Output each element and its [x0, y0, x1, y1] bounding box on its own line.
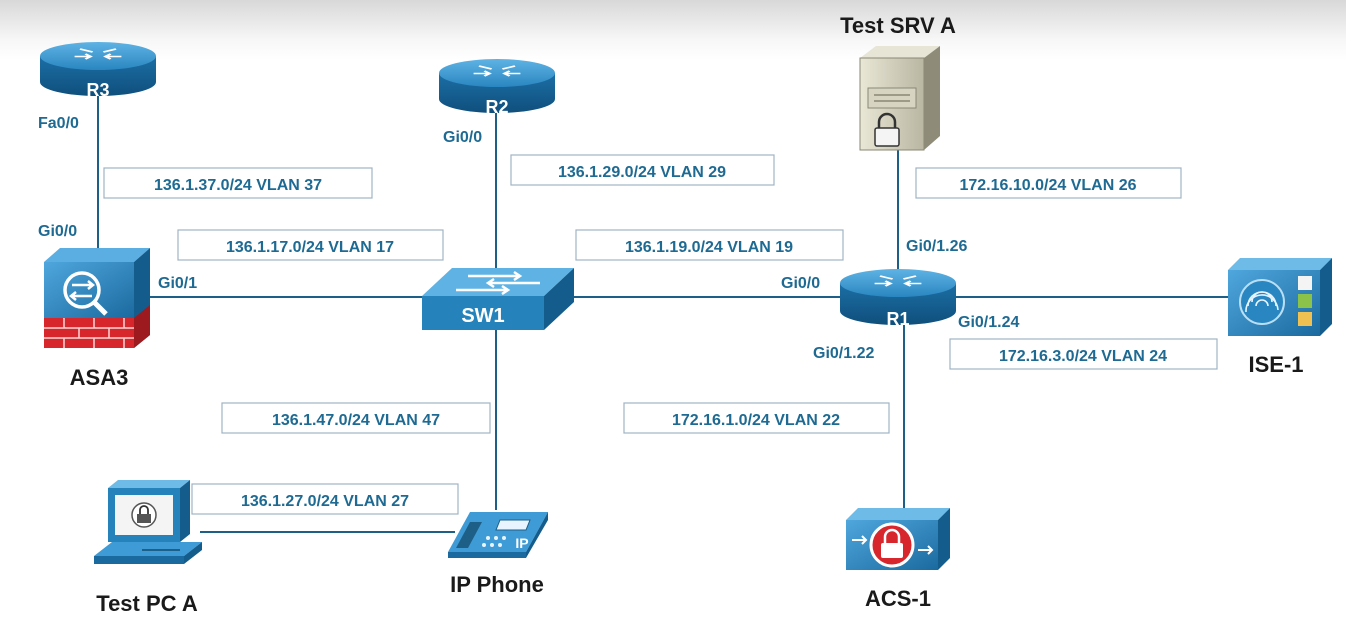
- subnet-vlan26-label: 172.16.10.0/24 VLAN 26: [959, 177, 1136, 194]
- subnet-vlan37-box: 136.1.37.0/24 VLAN 37: [103, 167, 373, 199]
- router-r3[interactable]: R3: [40, 42, 156, 100]
- workstation-test-pc-a[interactable]: Test PC A: [94, 480, 202, 616]
- ip-phone-label: IP Phone: [450, 572, 544, 597]
- subnet-vlan19-box: 136.1.19.0/24 VLAN 19: [575, 229, 844, 261]
- subnet-vlan29-label: 136.1.29.0/24 VLAN 29: [558, 164, 726, 181]
- subnet-vlan47-box: 136.1.47.0/24 VLAN 47: [221, 402, 491, 434]
- ip-phone-icon: IP: [448, 512, 548, 558]
- workstation-test-pc-a-label: Test PC A: [96, 591, 198, 616]
- router-icon: [840, 269, 956, 325]
- subnet-vlan27-label: 136.1.27.0/24 VLAN 27: [241, 493, 409, 510]
- switch-sw1[interactable]: SW1: [422, 268, 574, 330]
- port-asa3-gi00: Gi0/0: [38, 223, 77, 240]
- port-r2-gi00: Gi0/0: [443, 129, 482, 146]
- lock-icon: [137, 505, 151, 523]
- subnet-vlan17-box: 136.1.17.0/24 VLAN 17: [177, 229, 444, 261]
- lock-icon: [874, 112, 900, 147]
- subnet-vlan22-box: 172.16.1.0/24 VLAN 22: [623, 402, 890, 434]
- subnet-vlan29-box: 136.1.29.0/24 VLAN 29: [510, 154, 775, 186]
- subnet-vlan26-box: 172.16.10.0/24 VLAN 26: [915, 167, 1182, 199]
- firewall-asa3[interactable]: ASA3: [44, 248, 150, 390]
- acs-appliance-icon: [846, 508, 950, 570]
- router-r1[interactable]: R1: [840, 269, 956, 329]
- port-asa3-gi01: Gi0/1: [158, 275, 197, 292]
- lock-icon: [881, 528, 903, 558]
- subnet-vlan37-label: 136.1.37.0/24 VLAN 37: [154, 177, 322, 194]
- ip-phone-badge: IP: [515, 535, 528, 551]
- appliance-ise-1-label: ISE-1: [1248, 352, 1303, 377]
- links: [97, 95, 1228, 533]
- firewall-icon: [44, 248, 150, 348]
- subnet-vlan22-label: 172.16.1.0/24 VLAN 22: [672, 412, 840, 429]
- port-r1-gi0124: Gi0/1.24: [958, 314, 1019, 331]
- router-r2-label: R2: [485, 97, 508, 117]
- server-icon: [859, 46, 940, 151]
- subnet-vlan17-label: 136.1.17.0/24 VLAN 17: [226, 239, 394, 256]
- subnet-vlan24-box: 172.16.3.0/24 VLAN 24: [949, 338, 1218, 370]
- subnet-vlan47-label: 136.1.47.0/24 VLAN 47: [272, 412, 440, 429]
- router-r1-label: R1: [886, 309, 909, 329]
- router-r3-label: R3: [86, 80, 109, 100]
- router-icon: [439, 59, 555, 113]
- router-r2[interactable]: R2: [439, 59, 555, 117]
- port-r1-gi00: Gi0/0: [781, 275, 820, 292]
- server-test-srv-a-label: Test SRV A: [840, 13, 956, 38]
- appliance-ise-1[interactable]: ISE-1: [1228, 258, 1332, 377]
- port-r1-gi0126: Gi0/1.26: [906, 238, 967, 255]
- firewall-asa3-label: ASA3: [70, 365, 129, 390]
- switch-icon: [422, 268, 574, 330]
- workstation-icon: [94, 480, 202, 564]
- subnet-vlan19-label: 136.1.19.0/24 VLAN 19: [625, 239, 793, 256]
- switch-sw1-label: SW1: [461, 305, 504, 327]
- port-r3-fa00: Fa0/0: [38, 115, 79, 132]
- appliance-acs-1[interactable]: ACS-1: [846, 508, 950, 611]
- ise-appliance-icon: [1228, 258, 1332, 336]
- subnet-vlan27-box: 136.1.27.0/24 VLAN 27: [191, 483, 459, 515]
- server-test-srv-a[interactable]: Test SRV A: [840, 13, 956, 151]
- subnet-vlan24-label: 172.16.3.0/24 VLAN 24: [999, 348, 1167, 365]
- appliance-acs-1-label: ACS-1: [865, 586, 931, 611]
- port-r1-gi0122: Gi0/1.22: [813, 345, 874, 362]
- ip-phone[interactable]: IP IP Phone: [448, 512, 548, 597]
- router-icon: [40, 42, 156, 96]
